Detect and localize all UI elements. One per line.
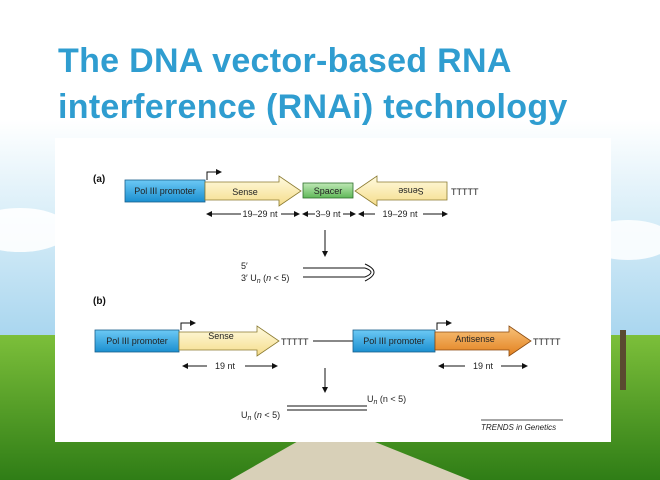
panel-a-spacer: Spacer <box>302 182 354 199</box>
panel-b-label: (b) <box>93 296 106 307</box>
panel-a-antisense-label: Sense <box>398 186 424 196</box>
panel-a-len-sense: 19–29 nt <box>242 209 278 219</box>
panel-a-hairpin-5-label: 5′ <box>241 261 248 271</box>
panel-a-len-spacer: 3–9 nt <box>315 209 341 219</box>
rnai-figure: (a) Pol III promoter Sense Spacer Sense … <box>55 138 611 442</box>
panel-b-promoter-2-label: Pol III promoter <box>363 336 425 346</box>
panel-b-antisense-label: Antisense <box>455 334 495 344</box>
panel-b-len-antisense: 19 nt <box>473 361 494 371</box>
panel-a-label: (a) <box>93 174 105 185</box>
slide-title: The DNA vector-based RNA interference (R… <box>58 38 648 130</box>
panel-b-promoter-1: Pol III promoter <box>94 329 180 353</box>
panel-b-duplex-left-label: Un (n < 5) <box>241 410 280 422</box>
panel-a-len-antisense: 19–29 nt <box>382 209 418 219</box>
panel-b-len-sense: 19 nt <box>215 361 236 371</box>
panel-b-sense-arrow: Sense <box>178 325 280 357</box>
panel-a-spacer-label: Spacer <box>314 186 343 196</box>
panel-b-duplex <box>287 405 367 411</box>
panel-b-promoter-1-label: Pol III promoter <box>106 336 168 346</box>
panel-b-promoter-2: Pol III promoter <box>352 329 436 353</box>
panel-b-antisense-arrow: Antisense <box>434 325 532 357</box>
panel-b-terminator-1: TTTTT <box>281 337 309 347</box>
panel-b-transcription-start-arrow-2 <box>436 320 452 330</box>
panel-a-transcription-start-arrow <box>206 169 222 180</box>
panel-b-terminator-2: TTTTT <box>533 337 561 347</box>
panel-a-hairpin <box>303 263 375 282</box>
panel-a-antisense-arrow: Sense <box>354 175 448 207</box>
panel-a-terminator: TTTTT <box>451 187 479 197</box>
panel-a-promoter-label: Pol III promoter <box>134 186 196 196</box>
panel-b-duplex-right-label: Un (n < 5) <box>367 394 406 406</box>
panel-a-promoter: Pol III promoter <box>124 179 206 203</box>
panel-a-hairpin-3-label: 3′ Un (n < 5) <box>241 273 289 285</box>
title-line-2: interference (RNAi) technology <box>58 88 568 126</box>
title-line-1: The DNA vector-based RNA <box>58 42 512 80</box>
panel-b-transcription-start-arrow-1 <box>180 320 196 330</box>
panel-b-sense-label: Sense <box>208 331 234 341</box>
source-credit: TRENDS in Genetics <box>481 423 556 432</box>
panel-a-sense-arrow: Sense <box>204 175 302 207</box>
panel-a-sense-label: Sense <box>232 187 258 197</box>
rnai-diagram: (a) Pol III promoter Sense Spacer Sense … <box>93 169 563 432</box>
